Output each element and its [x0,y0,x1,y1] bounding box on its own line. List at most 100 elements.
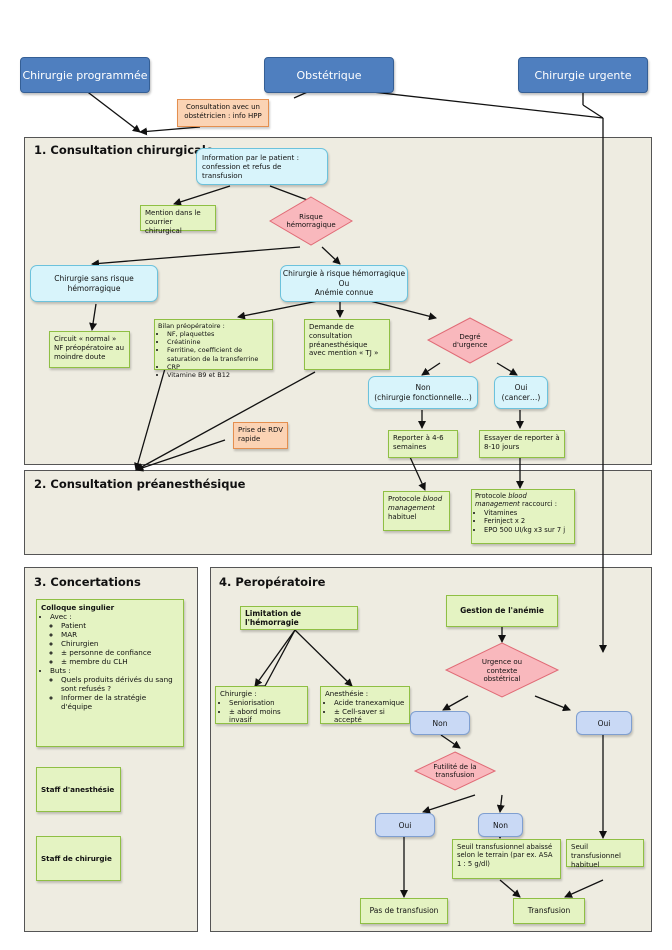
non-label: Non [415,383,431,393]
anesth-item: Acide tranexamique [334,699,405,708]
proto2-item: Vitamines [484,509,571,517]
information-patient-box: Information par le patient : confession … [196,148,328,185]
staff-anesth-label: Staff d'anesthésie [41,785,115,794]
oui-futilite-box: Oui [375,813,435,837]
bilan-item: Créatinine [167,338,269,346]
risque-label-wrap: Risque hémorragique [280,210,342,232]
proto1-c: habituel [388,512,417,521]
limitation-label: Limitation de l'hémorragie [245,608,302,627]
seuil-abaisse-box: Seuil transfusionnel abaissé selon le te… [452,839,561,879]
seuil-habituel-box: Seuil transfusionnel habituel [566,839,644,869]
non-fonctionnelle-box: Non (chirurgie fonctionnelle…) [368,376,478,409]
diamond-urgence [444,642,560,698]
bilan-item: CRP [167,363,269,371]
bilan-item: Vitamine B9 et B12 [167,371,269,379]
proto2-item: Ferinject x 2 [484,517,571,525]
chirurgie-urgente-box: Chirurgie urgente [518,57,648,93]
obstetrique-box: Obstétrique [264,57,394,93]
section-title-4: 4. Peropératoire [219,575,326,589]
proto2-a: Protocole [475,492,509,500]
oui-urgence-label: Oui [597,718,611,728]
reporter-box: Reporter à 4-6 semaines [388,430,458,458]
consult-obst-label: Consultation avec un obstétricien : info… [184,103,262,120]
avec-item: ± personne de confiance [61,648,179,657]
circuit-normal-box: Circuit « normal » NF préopératoire au m… [49,331,130,368]
chirurgie-limitation-box: Chirurgie : Seniorisation ± abord moins … [215,686,308,724]
non-futilite-box: Non [478,813,523,837]
non-sub-label: (chirurgie fonctionnelle…) [374,392,472,402]
bilan-title: Bilan préopératoire : [158,322,225,330]
seuil-abaisse-label: Seuil transfusionnel abaissé selon le te… [457,843,553,868]
staff-chirurgie-box: Staff de chirurgie [36,836,121,881]
chir-item: Seniorisation [229,699,303,708]
demande-label: Demande de consultation préanesthésique … [309,323,379,358]
bilan-item: Ferritine, coefficient de saturation de … [167,346,269,362]
colloque-singulier-box: Colloque singulier Avec : Patient MAR Ch… [36,599,184,747]
futilite-label: Futilité de la transfusion [433,762,477,779]
colloque-title: Colloque singulier [41,603,115,612]
pas-de-transfusion-box: Pas de transfusion [360,898,448,924]
section-title-2: 2. Consultation préanesthésique [34,477,246,491]
a-risque-line3: Anémie connue [314,288,374,298]
buts-item: Informer de la stratégie d'équipe [61,693,179,711]
essayer-reporter-box: Essayer de reporter à 8-10 jours [479,430,565,458]
essayer-label: Essayer de reporter à 8-10 jours [484,434,560,451]
oui-sub-label: (cancer…) [501,392,541,402]
non-urgence-label: Non [432,718,448,728]
protocole-habituel-box: Protocole blood management habituel [383,491,450,531]
proto2-c: raccourci : [519,500,557,509]
oui-label: Oui [514,383,528,393]
reporter-label: Reporter à 4-6 semaines [393,434,444,451]
avec-item: Chirurgien [61,639,179,648]
circuit-label: Circuit « normal » NF préopératoire au m… [54,335,125,361]
section-title-3: 3. Concertations [34,575,141,589]
gestion-anemie-box: Gestion de l'anémie [446,595,558,627]
non-urgence-box: Non [410,711,470,735]
avec-item: ± membre du CLH [61,657,179,666]
protocole-raccourci-box: Protocole blood management raccourci : V… [471,489,575,544]
a-risque-line1: Chirurgie à risque hémorragique [282,269,406,279]
section-title-1: 1. Consultation chirurgicale [34,143,214,157]
obstetrique-label: Obstétrique [296,68,362,82]
demande-consultation-box: Demande de consultation préanesthésique … [304,319,390,370]
staff-anesthesie-box: Staff d'anesthésie [36,767,121,812]
proto2-b: blood management [475,492,527,509]
chirurgie-sans-risque-box: Chirurgie sans risque hémorragique [30,265,158,302]
limitation-hemorragie-box: Limitation de l'hémorragie [240,606,358,630]
diamond-risque [269,196,353,246]
risque-label: Risque hémorragique [286,212,336,229]
avec-label: Avec : [50,612,72,621]
anesth-item: ± Cell-saver si accepté [334,708,405,726]
a-risque-line2: Ou [338,278,350,288]
chirurgie-programmee-box: Chirurgie programmée [20,57,150,93]
avec-item: Patient [61,621,179,630]
rdv-label: Prise de RDV rapide [238,426,283,443]
diamond-futilite [413,751,497,791]
info-patient-label: Information par le patient : confession … [202,153,300,180]
urgence-label: Urgence ou contexte obstétrical [481,658,523,684]
staff-chir-label: Staff de chirurgie [41,854,112,863]
sans-risque-label: Chirurgie sans risque hémorragique [54,274,134,293]
chir-item: ± abord moins invasif [229,708,303,726]
pas-transfusion-label: Pas de transfusion [369,906,439,916]
buts-label: Buts : [50,666,71,675]
bilan-item: NF, plaquettes [167,330,269,338]
consultation-obstetricien-box: Consultation avec un obstétricien : info… [177,99,269,127]
mention-courrier-label: Mention dans le courrier chirurgical [145,209,201,235]
chirurgie-a-risque-box: Chirurgie à risque hémorragique Ou Anémi… [280,265,408,302]
oui-urgence-box: Oui [576,711,632,735]
bilan-preoperatoire-box: Bilan préopératoire : NF, plaquettes Cré… [154,319,273,379]
anesthesie-limitation-box: Anesthésie : Acide tranexamique ± Cell-s… [320,686,410,724]
degre-label: Degré d'urgence [452,332,488,349]
avec-item: MAR [61,630,179,639]
diamond-degre [426,317,514,364]
buts-item: Quels produits dérivés du sang sont refu… [61,675,179,693]
chir-urgente-label: Chirurgie urgente [534,68,632,82]
proto2-item: EPO 500 UI/kg x3 sur 7 j [484,526,571,534]
chir-title: Chirurgie : [220,690,257,698]
seuil-habituel-label: Seuil transfusionnel habituel [571,843,621,869]
proto1-a: Protocole [388,495,423,503]
futilite-label-wrap: Futilité de la transfusion [427,760,483,782]
transfusion-label: Transfusion [527,906,571,916]
